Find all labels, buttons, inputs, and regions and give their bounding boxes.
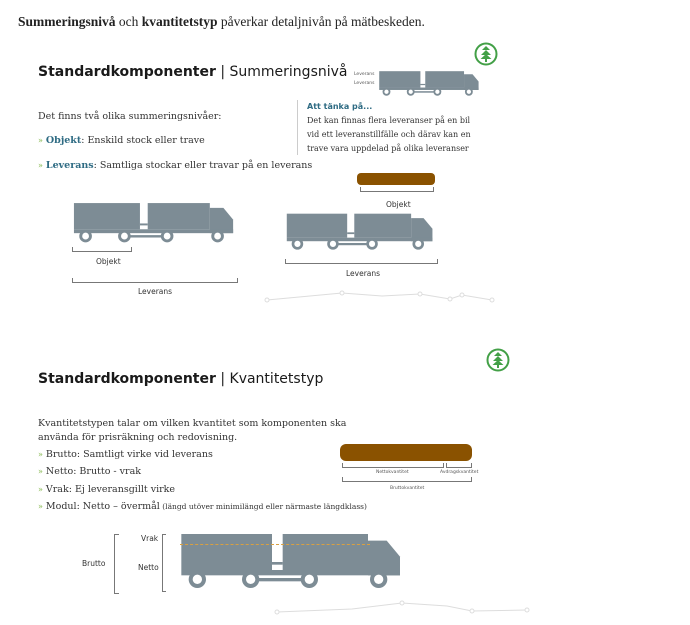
decorative-line xyxy=(264,290,495,303)
netto-kvantitet-label: Nettokvantitet xyxy=(376,470,409,475)
log-label: Objekt xyxy=(386,200,411,209)
vrak-line xyxy=(180,544,370,545)
section1-title: Standardkomponenter | Summeringsnivå xyxy=(38,64,348,80)
brutto-kvantitet-label: Bruttokvantitet xyxy=(390,486,425,491)
list-item: »Vrak: Ej leveransgillt virke xyxy=(38,484,176,495)
leverans-label: Leverans xyxy=(138,287,173,296)
avdrag-kvantitet-label: Avdragskvantitet xyxy=(440,470,479,475)
small-truck-icon xyxy=(378,68,481,98)
list-item: »Leverans: Samtliga stockar eller travar… xyxy=(38,160,313,171)
list-item: »Brutto: Samtligt virke vid leverans xyxy=(38,449,213,460)
truck-image xyxy=(72,200,237,244)
logo-icon xyxy=(486,348,510,372)
netto-label: Netto xyxy=(138,563,159,572)
section2-lead: Kvantitetstypen talar om vilken kvantite… xyxy=(38,418,347,443)
small-truck-label: Leverans xyxy=(354,72,375,77)
section2-title: Standardkomponenter | Kvantitetstyp xyxy=(38,371,324,387)
log-image xyxy=(340,444,472,461)
logo-icon xyxy=(474,42,498,66)
list-item: »Modul: Netto – övermål (längd utöver mi… xyxy=(38,501,367,512)
list-item: »Netto: Brutto - vrak xyxy=(38,466,141,477)
list-item: »Objekt: Enskild stock eller trave xyxy=(38,135,205,146)
vrak-label: Vrak xyxy=(141,534,159,543)
truck-image xyxy=(178,530,406,590)
brutto-brace xyxy=(114,534,119,594)
intro-text: Summeringsnivå och kvantitetstyp påverka… xyxy=(18,14,425,29)
tip-divider xyxy=(297,100,298,155)
leverans-label: Leverans xyxy=(346,269,381,278)
small-truck-label: Leverans xyxy=(354,81,375,86)
log-image xyxy=(357,173,435,185)
tip-title: Att tänka på... xyxy=(307,102,373,111)
brutto-label: Brutto xyxy=(82,559,106,568)
tip-text: Det kan finnas flera leveranser på en bi… xyxy=(307,116,471,153)
objekt-label: Objekt xyxy=(96,257,121,266)
truck-image xyxy=(285,211,436,251)
section1-lead: Det finns två olika summeringsnivåer: xyxy=(38,111,222,122)
decorative-line xyxy=(274,600,530,615)
